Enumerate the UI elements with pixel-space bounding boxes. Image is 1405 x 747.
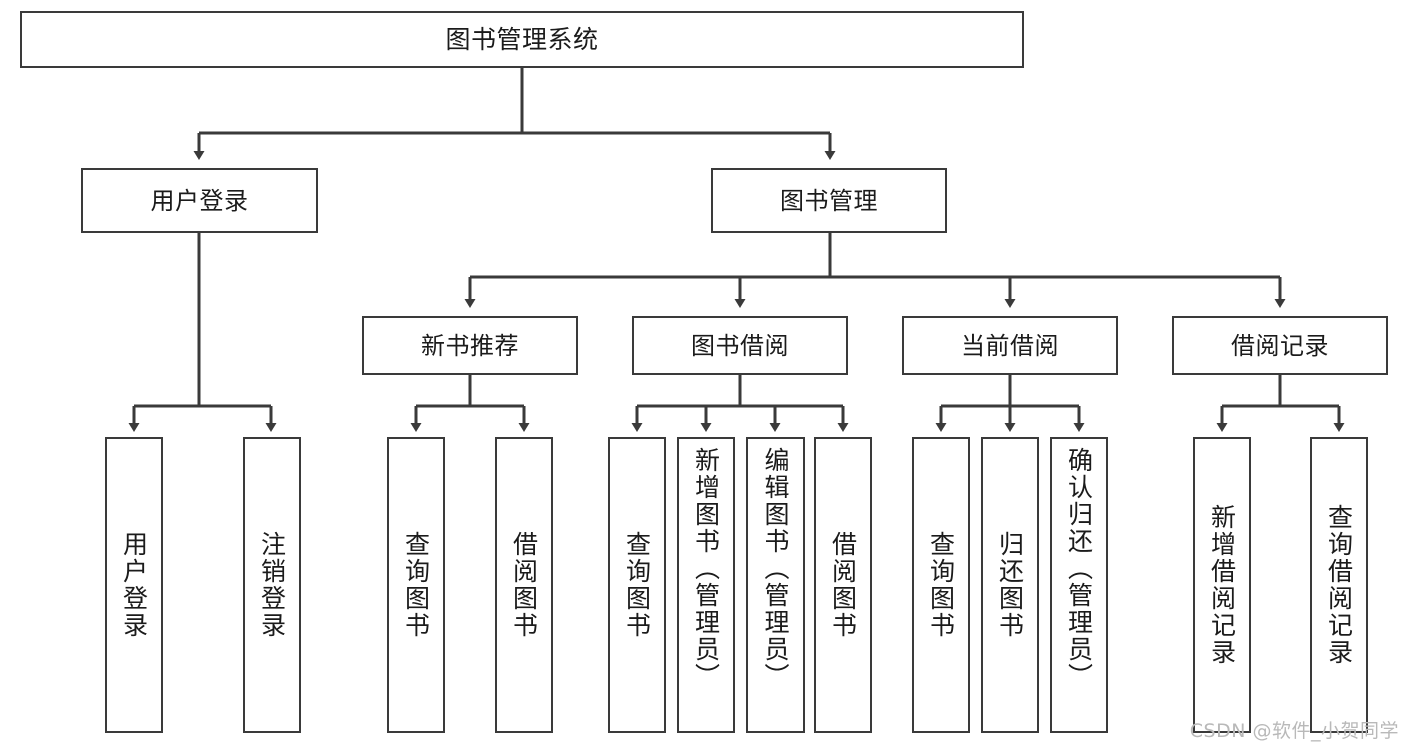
leaf-borrow-book[interactable]: 借阅图书	[814, 437, 872, 733]
leaf-query-book-borrow-label: 查询图书	[622, 531, 652, 639]
node-root[interactable]: 图书管理系统	[20, 11, 1024, 68]
leaf-return-book-label: 归还图书	[995, 531, 1025, 639]
node-new-book-recommend[interactable]: 新书推荐	[362, 316, 578, 375]
node-new-book-recommend-label: 新书推荐	[421, 331, 519, 360]
node-current-borrow-label: 当前借阅	[961, 331, 1059, 360]
leaf-user-login[interactable]: 用户登录	[105, 437, 163, 733]
leaf-edit-book-admin-label: 编辑图书（管理员）	[761, 447, 790, 690]
leaf-edit-book-admin[interactable]: 编辑图书（管理员）	[746, 437, 805, 733]
leaf-query-book-recommend[interactable]: 查询图书	[387, 437, 445, 733]
node-book-borrow[interactable]: 图书借阅	[632, 316, 848, 375]
watermark-text: CSDN @软件_小贺同学	[1189, 720, 1399, 742]
leaf-add-borrow-record-label: 新增借阅记录	[1207, 504, 1237, 666]
leaf-borrow-book-recommend-label: 借阅图书	[509, 531, 539, 639]
node-user-login[interactable]: 用户登录	[81, 168, 318, 233]
leaf-query-book-current-label: 查询图书	[926, 531, 956, 639]
node-book-borrow-label: 图书借阅	[691, 331, 789, 360]
leaf-add-book-admin[interactable]: 新增图书（管理员）	[677, 437, 735, 733]
leaf-query-book-current[interactable]: 查询图书	[912, 437, 970, 733]
leaf-add-borrow-record[interactable]: 新增借阅记录	[1193, 437, 1251, 733]
node-root-label: 图书管理系统	[445, 25, 599, 54]
leaf-user-logout-label: 注销登录	[257, 531, 287, 639]
leaf-user-login-label: 用户登录	[119, 531, 149, 639]
leaf-query-book-borrow[interactable]: 查询图书	[608, 437, 666, 733]
leaf-query-book-recommend-label: 查询图书	[401, 531, 431, 639]
leaf-user-logout[interactable]: 注销登录	[243, 437, 301, 733]
leaf-add-book-admin-label: 新增图书（管理员）	[691, 447, 721, 690]
leaf-confirm-return-admin[interactable]: 确认归还（管理员）	[1050, 437, 1108, 733]
node-book-management-label: 图书管理	[780, 186, 878, 215]
node-user-login-label: 用户登录	[150, 186, 249, 215]
leaf-query-borrow-record[interactable]: 查询借阅记录	[1310, 437, 1368, 733]
leaf-borrow-book-recommend[interactable]: 借阅图书	[495, 437, 553, 733]
node-book-management[interactable]: 图书管理	[711, 168, 947, 233]
leaf-return-book[interactable]: 归还图书	[981, 437, 1039, 733]
node-borrow-record[interactable]: 借阅记录	[1172, 316, 1388, 375]
leaf-query-borrow-record-label: 查询借阅记录	[1324, 504, 1354, 666]
leaf-confirm-return-admin-label: 确认归还（管理员）	[1064, 447, 1094, 690]
node-borrow-record-label: 借阅记录	[1231, 331, 1329, 360]
leaf-borrow-book-label: 借阅图书	[828, 531, 858, 639]
node-current-borrow[interactable]: 当前借阅	[902, 316, 1118, 375]
